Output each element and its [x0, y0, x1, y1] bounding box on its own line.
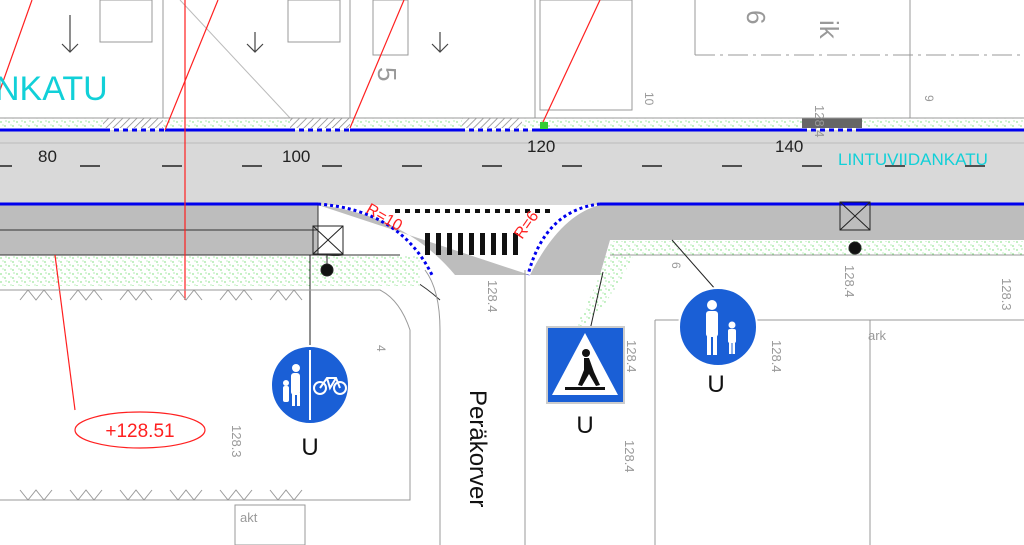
- street-name-main-left: NKATU: [0, 70, 108, 108]
- street-name-side: Peräkorver: [464, 390, 491, 507]
- lot-lines: [0, 0, 1024, 128]
- street-name-main-right: LINTUVIIDANKATU: [838, 150, 988, 169]
- radius-label-left: R=10: [363, 201, 405, 235]
- elevation-label: 128.4: [842, 265, 857, 298]
- pedestrian-icon: [706, 300, 736, 355]
- station-label: 100: [282, 147, 310, 166]
- elevation-label: 128.4: [624, 340, 639, 373]
- curb-lines: [0, 128, 1024, 276]
- station-label: 120: [527, 137, 555, 156]
- elevation-label: 128.4: [769, 340, 784, 373]
- pedestrian-icon: [283, 364, 300, 406]
- crosswalk: [425, 233, 518, 255]
- sign-pedestrian-cycle-path: [270, 345, 350, 425]
- elevation-label: 128.4: [622, 440, 637, 473]
- station-label: 80: [38, 147, 57, 166]
- lot-label: ik: [814, 20, 844, 40]
- sign-label: U: [301, 434, 318, 461]
- sign-pedestrian-path: [678, 287, 758, 367]
- sign-label: U: [576, 412, 593, 439]
- lot-label: 6: [669, 262, 683, 269]
- elevation-label: 128.4: [812, 105, 827, 138]
- elevation-label: 128.3: [999, 278, 1014, 311]
- elevation-label: 128.4: [485, 280, 500, 313]
- lot-label: akt: [240, 510, 258, 525]
- pedestrian-icon: [565, 349, 605, 390]
- side-street: [424, 269, 526, 545]
- arrow-icons: [61, 15, 449, 53]
- bicycle-icon: [313, 377, 347, 395]
- station-label: 140: [775, 137, 803, 156]
- lot-label: 5: [372, 67, 402, 81]
- sign-pedestrian-crossing: [546, 326, 625, 404]
- lot-label: ark: [868, 328, 887, 343]
- lot-label: 10: [642, 92, 656, 106]
- elevation-label: 128.3: [229, 425, 244, 458]
- elevation-callout: +128.51: [105, 421, 174, 442]
- sign-label: U: [707, 371, 724, 398]
- lot-label: 9: [922, 95, 936, 102]
- elevation-callout-outline: [74, 411, 206, 449]
- annotation-leader-lines: [0, 0, 601, 411]
- lot-label: 4: [374, 345, 388, 352]
- poles-and-boxes: [309, 201, 871, 350]
- lot-label: 6: [741, 10, 771, 24]
